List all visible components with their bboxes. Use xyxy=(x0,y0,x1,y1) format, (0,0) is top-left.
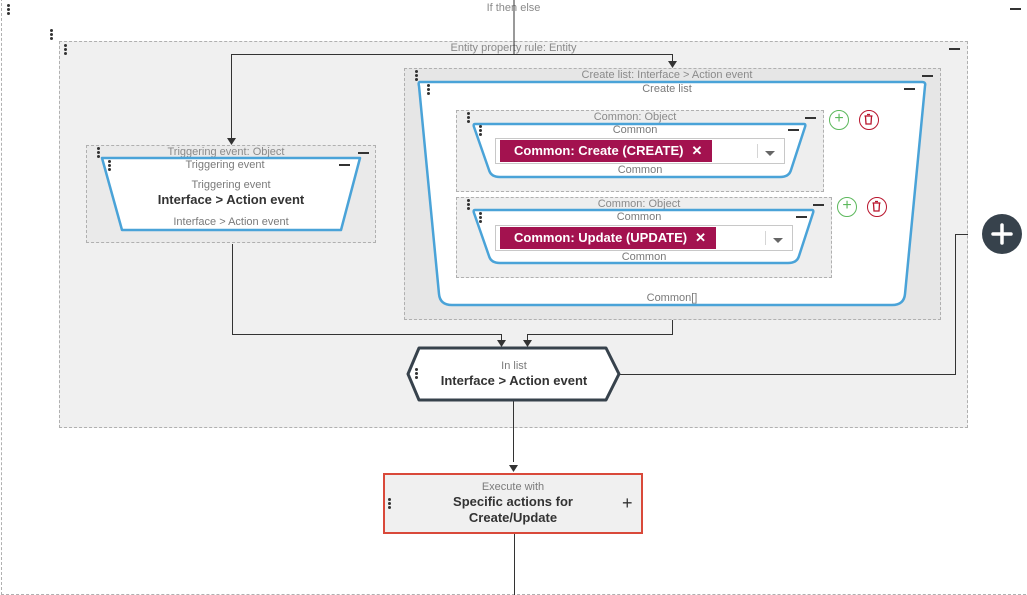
create-list-inner-collapse-icon[interactable] xyxy=(904,88,915,90)
in-list-value[interactable]: Interface > Action event xyxy=(440,373,588,388)
create-list-inner-kebab-icon[interactable] xyxy=(427,84,430,95)
common-1-inner-title: Common xyxy=(612,124,658,136)
delete-item-2-trash-icon[interactable] xyxy=(867,197,887,217)
common-1-inner-kebab-icon[interactable] xyxy=(479,125,482,136)
delete-item-1-trash-icon[interactable] xyxy=(859,110,879,130)
triggering-value[interactable]: Interface > Action event xyxy=(157,192,305,207)
if-then-else-kebab-icon[interactable] xyxy=(7,4,10,15)
common-1-select-separator xyxy=(757,144,758,158)
common-2-outer-collapse-icon[interactable] xyxy=(813,204,824,206)
create-list-inner-title: Create list xyxy=(642,83,692,95)
common-1-outer-kebab-icon[interactable] xyxy=(467,112,470,123)
entity-rule-collapse-icon[interactable] xyxy=(949,48,960,50)
create-list-outer-kebab-icon[interactable] xyxy=(415,70,418,81)
execute-kebab-icon[interactable] xyxy=(388,498,391,509)
chevron-down-icon[interactable] xyxy=(765,151,775,156)
in-list-shape xyxy=(406,346,621,402)
common-2-select-separator xyxy=(765,231,766,245)
add-item-2-plus-circle-icon[interactable]: + xyxy=(837,197,857,217)
common-2-tag: Common: Update (UPDATE) ✕ xyxy=(500,227,716,249)
triggering-inner-collapse-icon[interactable] xyxy=(339,164,350,166)
create-list-footer: Common[] xyxy=(646,292,698,304)
execute-add-plus-icon[interactable]: + xyxy=(622,493,633,513)
execute-value-line1: Specific actions for xyxy=(453,494,573,509)
triggering-inner-kebab-icon[interactable] xyxy=(108,160,111,171)
common-1-outer-collapse-icon[interactable] xyxy=(805,117,816,119)
common-2-inner-kebab-icon[interactable] xyxy=(479,212,482,223)
entity-rule-kebab-icon[interactable] xyxy=(50,29,53,40)
add-item-1-plus-circle-icon[interactable]: + xyxy=(829,110,849,130)
execute-with-box[interactable] xyxy=(383,473,643,534)
common-1-footer: Common xyxy=(617,164,663,176)
common-1-outer-title: Common: Object xyxy=(593,111,677,123)
create-list-outer-collapse-icon[interactable] xyxy=(922,75,933,77)
entity-rule-inner-kebab-icon[interactable] xyxy=(64,44,67,55)
common-1-tag-label: Common: Create (CREATE) xyxy=(514,143,684,158)
common-2-tag-remove-icon[interactable]: ✕ xyxy=(695,230,706,245)
execute-sub-label: Execute with xyxy=(481,481,545,493)
common-1-tag: Common: Create (CREATE) ✕ xyxy=(500,140,713,162)
add-branch-plus-circle-icon[interactable] xyxy=(982,214,1022,254)
common-1-tag-remove-icon[interactable]: ✕ xyxy=(691,143,703,158)
common-2-outer-title: Common: Object xyxy=(597,198,681,210)
triggering-event-shape xyxy=(100,156,362,232)
common-2-tag-label: Common: Update (UPDATE) xyxy=(514,230,688,245)
common-2-inner-title: Common xyxy=(616,211,662,223)
entity-rule-title: Entity property rule: Entity xyxy=(450,42,577,54)
common-2-inner-collapse-icon[interactable] xyxy=(796,216,807,218)
common-2-footer: Common xyxy=(621,251,667,263)
in-list-kebab-icon[interactable] xyxy=(415,368,418,379)
common-1-inner-collapse-icon[interactable] xyxy=(788,129,799,131)
in-list-sub-label: In list xyxy=(501,360,527,372)
create-list-outer-title: Create list: Interface > Action event xyxy=(581,69,753,81)
triggering-outer-kebab-icon[interactable] xyxy=(97,147,100,158)
common-2-outer-kebab-icon[interactable] xyxy=(467,199,470,210)
triggering-sub-label: Triggering event xyxy=(191,179,271,191)
chevron-down-icon[interactable] xyxy=(773,238,783,243)
if-then-else-collapse-icon[interactable] xyxy=(1010,8,1021,10)
if-then-else-title: If then else xyxy=(486,2,541,14)
triggering-inner-title: Triggering event xyxy=(185,159,265,171)
triggering-type-label: Interface > Action event xyxy=(173,216,289,228)
execute-value-line2: Create/Update xyxy=(468,510,558,525)
triggering-outer-collapse-icon[interactable] xyxy=(358,152,369,154)
triggering-outer-title: Triggering event: Object xyxy=(167,146,285,158)
